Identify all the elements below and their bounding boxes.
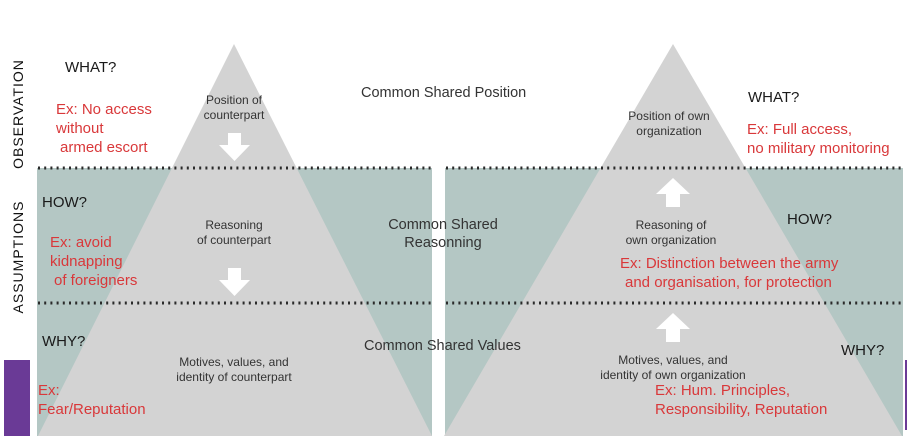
right-reasoning-text: Reasoning of own organization [625,218,717,247]
left-motives-text: Motives, values, and identity of counter… [176,355,292,384]
purple-sidebar [4,360,30,436]
right-how-question: HOW? [787,211,832,228]
left-how-question: HOW? [42,194,87,211]
common-shared-position: Common Shared Position [361,85,527,101]
left-what-example: Ex: No access without armed escort [56,101,152,156]
right-what-question: WHAT? [748,89,800,106]
left-reasoning-text: Reasoning of counterpart [196,218,272,247]
left-position-text: Position of counterpart [203,93,265,122]
right-why-example: Ex: Hum. Principles, Responsibility, Rep… [655,382,828,418]
observation-label: OBSERVATION [10,59,26,169]
right-why-question: WHY? [841,342,885,359]
left-why-question: WHY? [42,333,86,350]
up-arrow-icon [656,313,690,342]
right-what-example: Ex: Full access, no military monitoring [747,121,890,157]
left-what-question: WHAT? [65,59,117,76]
left-why-example: Ex: Fear/Reputation [38,382,146,418]
common-shared-values: Common Shared Values [364,338,521,354]
common-shared-reasoning: Common Shared Reasonning [388,217,498,252]
right-motives-text: Motives, values, and identity of own org… [600,353,746,382]
down-arrow-icon [219,133,250,161]
up-arrow-icon [656,178,690,207]
left-how-example: Ex: avoid kidnapping of foreigners [50,234,138,289]
right-position-text: Position of own organization [628,109,710,138]
left-triangle [38,44,432,436]
right-triangle [444,44,902,436]
assumptions-label: ASSUMPTIONS [10,200,26,314]
down-arrow-icon [219,268,250,296]
right-how-example: Ex: Distinction between the army and org… [620,255,839,291]
